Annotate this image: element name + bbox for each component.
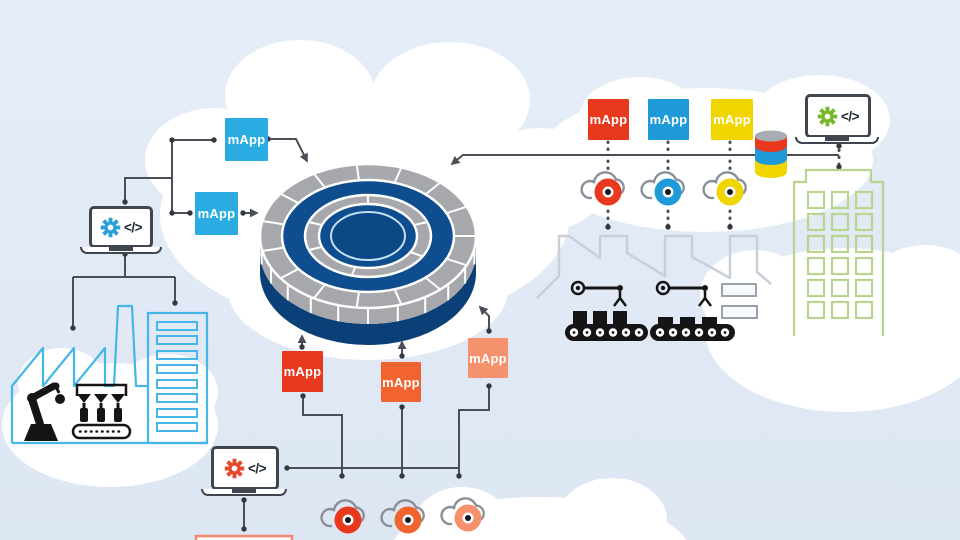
laptop-base xyxy=(201,489,287,496)
pick-place-conveyor-icon xyxy=(565,280,648,341)
pick-place-conveyor-icon xyxy=(650,280,735,341)
cloud-node-yellow xyxy=(702,171,747,206)
cloud-node-bottom-salmon xyxy=(440,497,485,532)
gear-icon xyxy=(224,458,245,478)
developer-laptop-left: </> xyxy=(80,206,162,254)
code-icon: </> xyxy=(123,219,143,235)
mapp-box-top-red: mApp xyxy=(588,99,629,140)
mapp-box-top-left: mApp xyxy=(225,118,268,161)
office-building-icon xyxy=(792,168,885,336)
mapp-box-left: mApp xyxy=(195,192,238,235)
connector-dots xyxy=(70,136,842,532)
robot-arm-icon xyxy=(24,382,65,441)
mapp-box-top-yellow: mApp xyxy=(711,99,753,140)
cloud-node-bottom-red xyxy=(320,499,365,534)
mapp-box-bottom-salmon: mApp xyxy=(468,338,508,378)
factory-icon xyxy=(10,304,209,445)
ring-platform-icon xyxy=(258,162,478,345)
filling-machine-icon xyxy=(71,383,132,440)
gear-icon xyxy=(100,217,121,237)
database-icon xyxy=(755,130,787,178)
laptop-screen: </> xyxy=(805,94,871,138)
mapp-box-top-blue: mApp xyxy=(648,99,689,140)
cloud-node-blue xyxy=(640,171,685,206)
cloud-node-red xyxy=(580,171,625,206)
mapp-box-bottom-red: mApp xyxy=(282,351,323,392)
connector-lines xyxy=(70,136,842,532)
laptop-screen: </> xyxy=(211,446,279,490)
panel-rack xyxy=(721,283,757,297)
developer-laptop-top-right: </> xyxy=(795,94,879,144)
laptop-screen: </> xyxy=(89,206,153,248)
laptop-base xyxy=(795,137,879,144)
gear-icon xyxy=(817,106,838,126)
code-icon: </> xyxy=(840,108,860,124)
mapp-box-bottom-orange: mApp xyxy=(381,362,421,402)
building-window-slats xyxy=(156,321,198,432)
smart-factory-icon xyxy=(536,234,772,341)
clipped-panel xyxy=(194,534,294,540)
code-icon: </> xyxy=(247,460,267,476)
developer-laptop-bottom: </> xyxy=(201,446,287,496)
panel-rack xyxy=(721,305,758,319)
building-windows xyxy=(806,190,874,320)
laptop-base xyxy=(80,247,162,254)
cloud-node-bottom-orange xyxy=(380,499,425,534)
